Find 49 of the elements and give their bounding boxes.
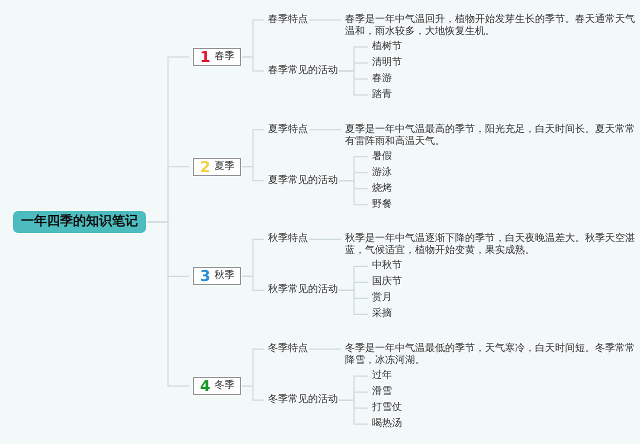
list-item: 清明节 [372, 57, 402, 69]
list-item: 植树节 [372, 41, 402, 53]
topic-label: 春季 [214, 51, 234, 63]
list-item: 野餐 [372, 198, 392, 211]
topic-box [193, 267, 242, 286]
list-item: 春游 [372, 73, 392, 85]
subtopic-label: 秋季特点 [268, 233, 308, 246]
list-item: 过年 [372, 370, 392, 382]
branch-line [242, 166, 264, 182]
topic-number: 1 [200, 49, 210, 65]
topic-number: 3 [200, 268, 210, 284]
topic-label: 夏季 [214, 160, 234, 173]
branch-line [242, 386, 264, 401]
list-item: 采摘 [372, 308, 392, 320]
subtopic-label: 冬季常见的活动 [268, 394, 338, 406]
branch-line [309, 348, 341, 350]
branch-line [309, 19, 341, 21]
list-item: 滑雪 [372, 386, 392, 398]
subtopic-label: 夏季特点 [268, 124, 308, 136]
description-text: 秋季是一年中气温逐渐下降的季节，白天夜晚温差大。秋季天空湛蓝，气候适宜，植物开始变黄，果实成熟。 [345, 233, 635, 258]
branch-line [309, 238, 341, 240]
list-item: 喝热汤 [372, 418, 402, 430]
subtopic-label: 夏季常见的活动 [268, 174, 338, 187]
topic-number: 2 [200, 158, 210, 175]
subtopic-label: 冬季特点 [268, 343, 308, 356]
list-item: 游泳 [372, 166, 392, 179]
list-item: 烧烤 [372, 182, 392, 195]
description-text: 夏季是一年中气温最高的季节，阳光充足，白天时间长。夏天常常有雷阵雨和高温天气。 [345, 124, 635, 148]
description-text: 冬季是一年中气温最低的季节，天气寒冷，白天时间短。冬季常常降雪，冰冻河湖。 [345, 343, 635, 368]
topic-number: 4 [200, 378, 210, 394]
topic-box [193, 377, 242, 396]
branch-line [242, 56, 264, 72]
list-item: 中秋节 [372, 260, 402, 272]
list-item: 打雪仗 [372, 402, 402, 414]
topic-box [193, 48, 242, 66]
list-item: 暑假 [372, 150, 392, 163]
subtopic-label: 春季常见的活动 [268, 65, 338, 77]
list-item: 赏月 [372, 292, 392, 304]
list-item: 国庆节 [372, 276, 402, 288]
subtopic-label: 春季特点 [268, 14, 308, 26]
branch-line [309, 129, 341, 130]
central-topic: 一年四季的知识笔记 [13, 211, 146, 233]
subtopic-label: 秋季常见的活动 [268, 284, 338, 296]
topic-box [193, 158, 242, 176]
description-text: 春季是一年中气温回升，植物开始发芽生长的季节。春天通常天气温和，雨水较多，大地恢复生机。 [345, 14, 635, 38]
branch-line [242, 276, 264, 291]
list-item: 踏青 [372, 89, 392, 101]
topic-label: 冬季 [214, 380, 234, 392]
topic-label: 秋季 [214, 270, 234, 282]
